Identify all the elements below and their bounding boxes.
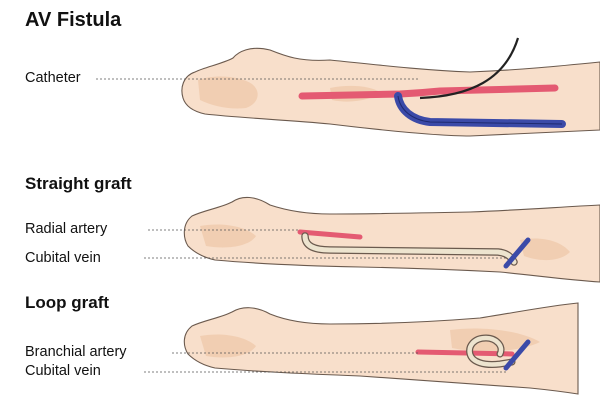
cubital-vein-label-straight: Cubital vein [25,250,101,266]
branchial-artery-label: Branchial artery [25,344,127,360]
radial-artery-segment [297,229,363,240]
diagram-title: AV Fistula [25,9,122,31]
palm-crease [200,334,256,358]
cubital-vein-segment [503,339,531,371]
palm-crease [198,76,258,109]
cubital-vein-label-loop: Cubital vein [25,363,101,379]
anastomosis-vein-outline [397,95,563,125]
branchial-artery-segment [415,349,515,357]
catheter-line [419,37,520,100]
arm-skin [183,196,600,283]
radial-artery-label: Radial artery [25,221,108,237]
elbow-shade [520,238,570,261]
straight-graft-heading: Straight graft [25,174,132,193]
arm-straight-graft [144,196,600,283]
arm-loop-graft [144,302,579,395]
arm-fistula [96,37,600,137]
loop-graft-tube-fill [467,335,515,367]
loop-graft-heading: Loop graft [25,293,110,312]
catheter-label: Catheter [25,70,81,86]
cubital-vein-segment [503,237,531,269]
arm-skin [183,302,579,395]
